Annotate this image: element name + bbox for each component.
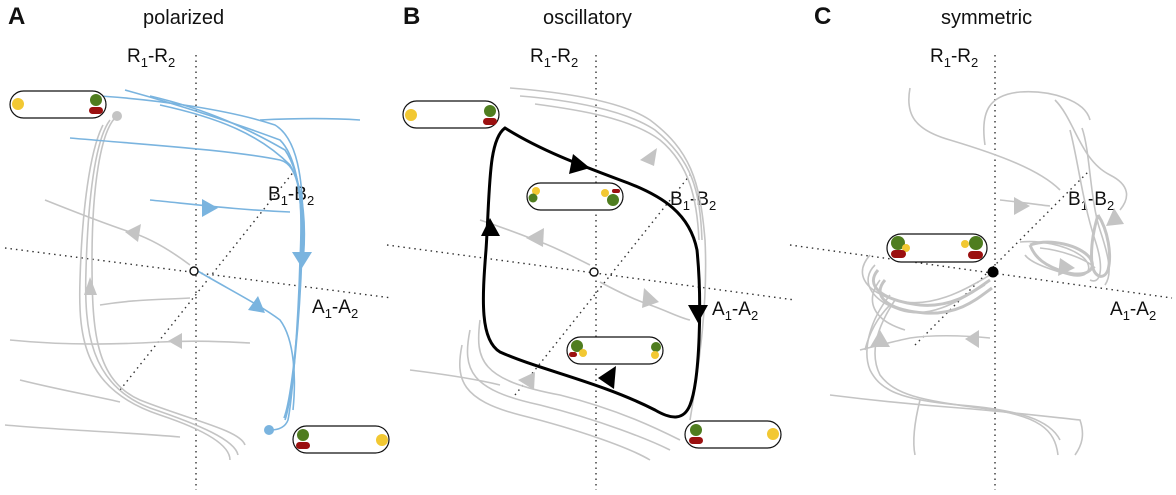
limit-cycle — [481, 126, 702, 419]
cell-capsule-icon — [684, 420, 782, 449]
panel-b: B oscillatory R1-R2 B1-B2 A1-A2 — [386, 3, 796, 490]
blue-trajectories — [69, 89, 361, 431]
cell-capsule-icon — [402, 100, 500, 129]
gray-loops — [872, 214, 1112, 315]
axes — [4, 55, 393, 490]
axes — [386, 55, 796, 490]
panel-title: oscillatory — [543, 7, 632, 29]
axis-label-diagonal: B1-B2 — [268, 184, 314, 208]
gray-trajectories — [4, 115, 251, 461]
panel-c: C symmetric R1-R2 B1-B2 A1-A2 — [789, 3, 1173, 490]
axes — [789, 55, 1173, 490]
cell-capsule-icon — [886, 233, 988, 263]
limit-cycle-arrowheads — [481, 154, 708, 389]
cell-capsule-icon — [9, 90, 107, 119]
gray-arrowheads — [518, 148, 659, 390]
axis-label-horizontal: A1-A2 — [1110, 299, 1156, 323]
axis-label-vertical: R1-R2 — [127, 46, 175, 70]
gray-trajectories — [409, 87, 707, 461]
axis-label-horizontal: A1-A2 — [312, 297, 358, 321]
cell-capsule-icon — [292, 425, 390, 454]
gray-arrowheads — [870, 197, 1124, 348]
gray-arrowheads — [84, 224, 182, 349]
cell-capsule-icon — [526, 182, 624, 211]
panel-letter: A — [8, 3, 25, 30]
fixed-point-icon — [987, 266, 999, 278]
panel-letter: B — [403, 3, 420, 30]
gray-trajectories — [829, 87, 1128, 456]
axis-label-diagonal: B1-B2 — [1068, 189, 1114, 213]
axis-label-vertical: R1-R2 — [530, 46, 578, 70]
fixed-point-icon — [189, 266, 199, 276]
axis-label-vertical: R1-R2 — [930, 46, 978, 70]
start-point-icon — [112, 111, 122, 121]
fixed-point-icon — [589, 267, 599, 277]
panel-title: symmetric — [941, 7, 1032, 29]
panel-letter: C — [814, 3, 831, 30]
axis-label-horizontal: A1-A2 — [712, 299, 758, 323]
blue-arrowheads — [202, 199, 312, 313]
panel-title: polarized — [143, 7, 224, 29]
panel-a: A polarized R1-R2 B1-B2 A1-A2 — [4, 3, 393, 490]
end-point-icon — [264, 425, 274, 435]
cell-capsule-icon — [566, 336, 664, 365]
